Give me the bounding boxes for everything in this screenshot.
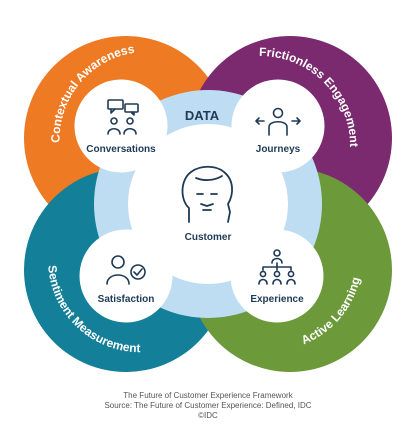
org-chart-icon [258, 249, 296, 285]
node-satisfaction [79, 229, 173, 323]
node-label-satisfaction: Satisfaction [98, 294, 155, 305]
node-label-experience: Experience [250, 294, 304, 305]
caption-source: Source: The Future of Customer Experienc… [104, 401, 312, 410]
journey-icon [255, 107, 301, 136]
conversation-icon [107, 99, 139, 135]
data-label: DATA [185, 108, 220, 123]
customer-head-icon [181, 165, 233, 223]
customer-label: Customer [185, 232, 232, 243]
caption-title: The Future of Customer Experience Framew… [123, 391, 293, 400]
node-label-journeys: Journeys [256, 144, 301, 155]
node-label-conversations: Conversations [86, 144, 156, 155]
node-journeys [231, 79, 325, 173]
caption-copyright: ©IDC [198, 411, 218, 420]
node-conversations [74, 79, 168, 173]
satisfaction-icon [106, 255, 146, 285]
